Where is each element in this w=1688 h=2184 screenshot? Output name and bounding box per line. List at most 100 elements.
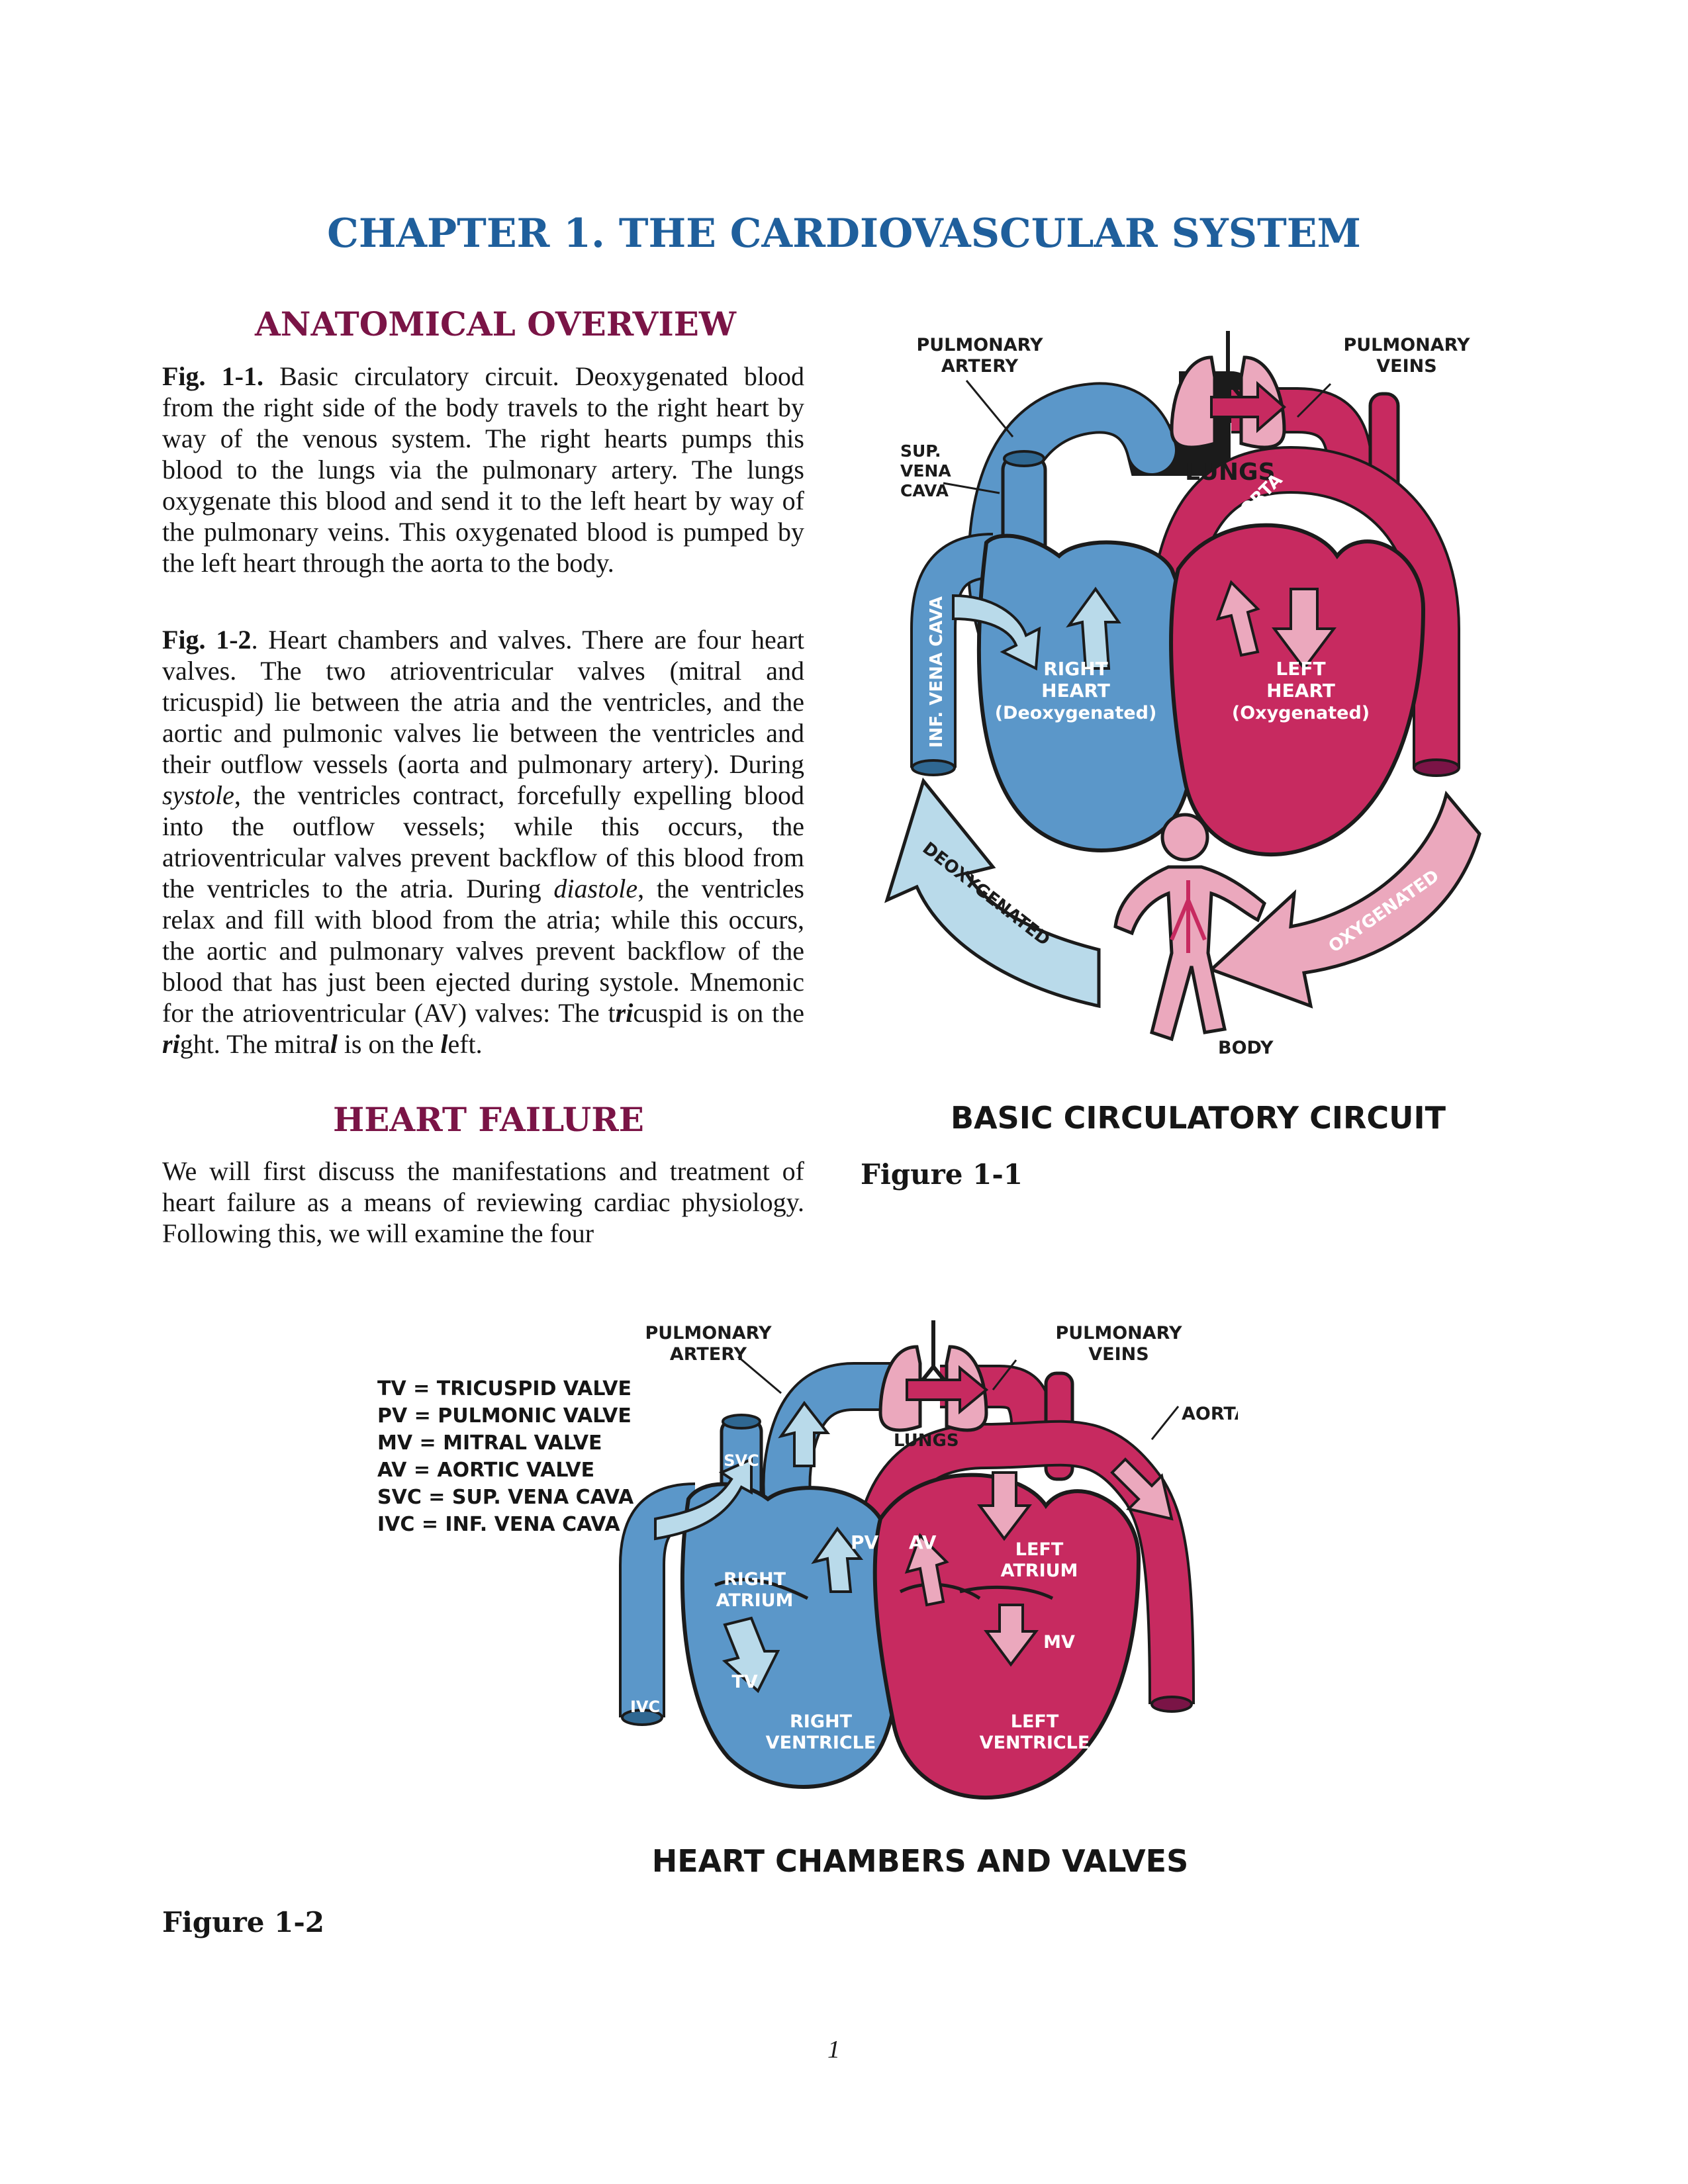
legend-item: PV = PULMONIC VALVE xyxy=(377,1404,632,1428)
label-ivc: IVC xyxy=(630,1698,660,1716)
pulmonic-flow-arrow xyxy=(778,1400,831,1467)
label-tv: TV xyxy=(731,1672,757,1692)
pulmonary-veins-pointer xyxy=(1296,383,1332,418)
aorta-opening xyxy=(1413,758,1460,777)
label-mv: MV xyxy=(1043,1632,1075,1653)
label-av: AV xyxy=(909,1531,937,1553)
caption-text: , the ventricles contract, forcefully ex… xyxy=(162,780,804,903)
right-heart-outflow-arrow xyxy=(1066,586,1121,670)
label-pulmonary-veins-line1: PULMONARY xyxy=(1055,1323,1182,1343)
fig-1-1-caption: Fig. 1-1. Basic circulatory circuit. Deo… xyxy=(162,361,804,578)
label-pulmonary-artery-line1: PULMONARY xyxy=(645,1323,772,1343)
label-svc-line3: CAVA xyxy=(900,481,949,500)
caption-text: , the ventricles relax and fill with blo… xyxy=(162,874,804,1028)
section-heading-anatomical-overview: ANATOMICAL OVERVIEW xyxy=(255,304,737,343)
page-number: 1 xyxy=(827,2036,840,2064)
right-heart-septum-line xyxy=(714,1578,809,1600)
label-right-atrium-line1: RIGHT xyxy=(724,1569,786,1590)
label-inf-vena-cava: INF. VENA CAVA xyxy=(927,596,947,748)
caption-text: is on the xyxy=(337,1029,441,1059)
label-pulmonary-artery-line1: PULMONARY xyxy=(916,335,1043,355)
svc-pointer xyxy=(943,482,1000,494)
caption-text: cuspid is on the xyxy=(633,998,805,1028)
figure-1-1-label: Figure 1-1 xyxy=(861,1158,1023,1191)
mnemonic-emphasis: l xyxy=(330,1029,338,1059)
fig-1-1-caption-lead: Fig. 1-1. xyxy=(162,361,263,391)
label-right-ventricle-line1: RIGHT xyxy=(790,1711,853,1732)
legend-item: MV = MITRAL VALVE xyxy=(377,1432,602,1455)
mnemonic-emphasis: ri xyxy=(162,1029,180,1059)
svc-opening xyxy=(1003,450,1045,467)
pulmonary-artery-pointer xyxy=(965,380,1014,437)
pulmonary-artery-pointer xyxy=(737,1355,782,1394)
legend-item: TV = TRICUSPID VALVE xyxy=(377,1377,632,1400)
label-lungs: LUNGS xyxy=(894,1431,959,1451)
figure-1-2-title: HEART CHAMBERS AND VALVES xyxy=(651,1843,1189,1879)
svc-opening xyxy=(722,1414,761,1430)
valve-legend: TV = TRICUSPID VALVE PV = PULMONIC VALVE… xyxy=(377,1375,633,1538)
body-figure-icon xyxy=(1113,813,1266,1042)
label-svc-line2: VENA xyxy=(900,461,951,480)
aorta xyxy=(853,1422,1192,1705)
figure-1-1-diagram: PULMONARY ARTERY PULMONARY VEINS SUP. VE… xyxy=(884,331,1481,1058)
caption-text: eft. xyxy=(447,1029,483,1059)
label-right-heart-line1: RIGHT xyxy=(1043,658,1108,680)
right-ventricle-outflow-arrow xyxy=(811,1526,864,1593)
tricuspid-flow-arrow xyxy=(722,1616,780,1694)
legend-item: SVC = SUP. VENA CAVA xyxy=(377,1486,634,1509)
heart-failure-paragraph: We will first discuss the manifestations… xyxy=(162,1156,804,1248)
aorta-outflow-arrow xyxy=(1110,1457,1174,1521)
aorta-opening xyxy=(1150,1696,1193,1713)
label-pulmonary-veins-line2: VEINS xyxy=(1088,1344,1149,1365)
term-diastole: diastole xyxy=(553,874,638,903)
label-svc: SVC xyxy=(724,1451,759,1470)
left-heart-inflow-arrow xyxy=(1272,588,1336,671)
label-left-atrium-line1: LEFT xyxy=(1015,1539,1064,1560)
label-body: BODY xyxy=(1218,1038,1274,1058)
aorta-pointer xyxy=(1150,1406,1180,1440)
deoxygenated-return-arrow xyxy=(884,777,1101,1009)
section-heading-heart-failure: HEART FAILURE xyxy=(333,1100,644,1139)
fig-1-1-caption-text: Basic circulatory circuit. Deoxygenated … xyxy=(162,361,805,578)
label-pv: PV xyxy=(851,1531,879,1553)
label-right-ventricle-line2: VENTRICLE xyxy=(766,1733,876,1753)
svc-inflow-arrow xyxy=(654,1457,753,1541)
figure-1-2-diagram: PULMONARY ARTERY PULMONARY VEINS AORTA L… xyxy=(619,1320,1238,1800)
left-heart-septum-lines xyxy=(899,1582,1054,1600)
mitral-flow-arrow xyxy=(984,1604,1039,1667)
figure-1-1-title: BASIC CIRCULATORY CIRCUIT xyxy=(950,1100,1446,1136)
label-right-atrium-line2: ATRIUM xyxy=(716,1590,794,1611)
mnemonic-emphasis: l xyxy=(440,1029,448,1059)
term-systole: systole xyxy=(162,780,234,810)
caption-text: ght. The mitra xyxy=(179,1029,330,1059)
fig-1-2-caption: Fig. 1-2. Heart chambers and valves. The… xyxy=(162,624,804,1060)
label-pulmonary-artery-line2: ARTERY xyxy=(941,356,1019,377)
label-left-heart-line3: (Oxygenated) xyxy=(1232,703,1370,723)
ivc-opening xyxy=(911,759,956,776)
aorta xyxy=(1150,448,1458,768)
caption-text: . Heart chambers and valves. There are f… xyxy=(162,625,805,779)
label-aorta: AORTA xyxy=(1182,1404,1238,1424)
right-heart-inflow-arrow xyxy=(952,594,1041,671)
chapter-title: CHAPTER 1. THE CARDIOVASCULAR SYSTEM xyxy=(327,210,1361,257)
label-svc-line1: SUP. xyxy=(900,441,941,461)
label-left-ventricle-line2: VENTRICLE xyxy=(980,1733,1090,1753)
lungs-flow-arrow xyxy=(1210,381,1287,433)
pulmonary-veins-pointer xyxy=(992,1359,1017,1390)
legend-item: AV = AORTIC VALVE xyxy=(377,1459,595,1482)
label-pulmonary-artery-line2: ARTERY xyxy=(670,1344,747,1365)
fig-1-2-caption-lead: Fig. 1-2 xyxy=(162,625,252,655)
left-heart-outflow-arrow xyxy=(1215,580,1260,657)
lungs-flow-arrow xyxy=(906,1365,989,1415)
inferior-vena-cava xyxy=(913,535,994,768)
label-right-heart-line3: (Deoxygenated) xyxy=(995,703,1157,723)
ivc-opening xyxy=(621,1709,663,1726)
label-left-heart-line1: LEFT xyxy=(1276,658,1325,680)
left-atrium-inflow-arrow xyxy=(977,1471,1033,1541)
label-pulmonary-veins-line1: PULMONARY xyxy=(1343,335,1470,355)
figure-1-2-label: Figure 1-2 xyxy=(162,1906,325,1938)
label-lungs: LUNGS xyxy=(1185,459,1276,486)
label-pulmonary-veins-line2: VEINS xyxy=(1376,356,1436,377)
legend-item: IVC = INF. VENA CAVA xyxy=(377,1513,620,1536)
aortic-flow-arrow xyxy=(904,1533,949,1607)
